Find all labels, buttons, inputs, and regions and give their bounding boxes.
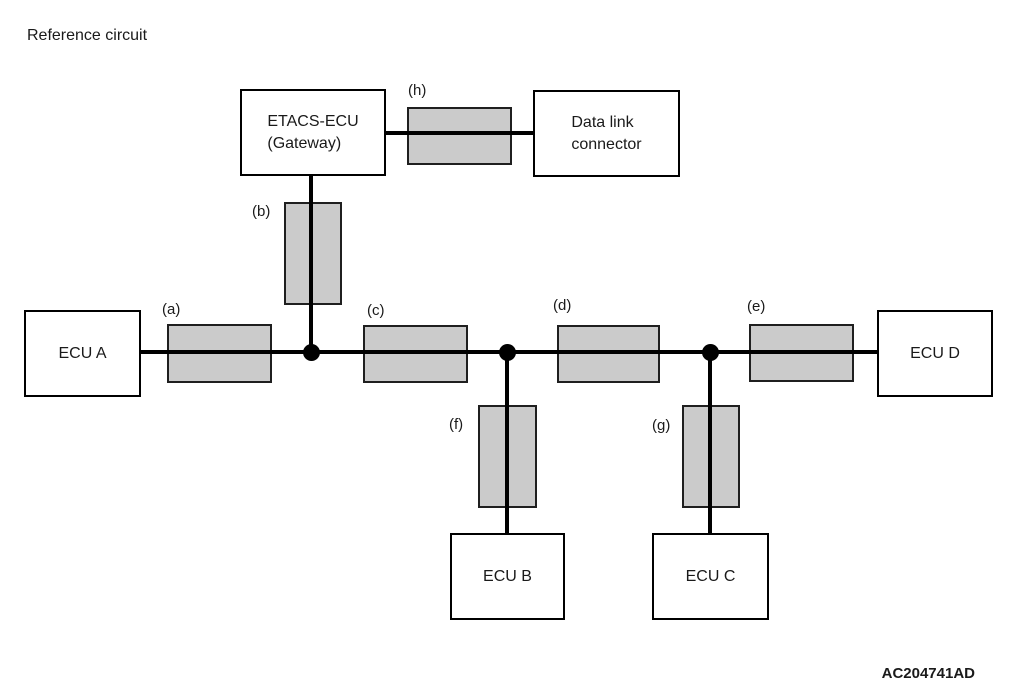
node-label-line1: ETACS-ECU [267,112,359,130]
segment-label-h: (h) [408,82,427,99]
node-label-line2: (Gateway) [267,134,342,152]
segment-label-f: (f) [449,416,464,433]
wire-bus-to-ecu-b [505,352,509,533]
wire-segment-d [557,325,660,383]
node-data-link-connector: Data link connector [533,90,680,177]
node-label: ECU B [483,567,532,585]
segment-label-c: (c) [367,302,385,319]
node-label-block: Data link connector [571,112,641,156]
wire-segment-b [284,202,342,305]
node-ecu-c: ECU C [652,533,769,620]
node-label: ECU D [910,344,960,362]
wire-etacs-to-dlc [386,131,533,135]
diagram-title: Reference circuit [27,27,148,44]
wire-segment-h [407,107,512,165]
node-ecu-d: ECU D [877,310,993,397]
wire-bus-to-ecu-c [708,352,712,533]
node-ecu-a: ECU A [24,310,141,397]
node-label-line1: Data link [571,113,634,131]
segment-label-a: (a) [162,301,181,318]
junction-dot-3 [702,344,719,361]
node-label-line2: connector [571,135,642,153]
node-etacs-ecu-gateway: ETACS-ECU (Gateway) [240,89,386,176]
segment-label-g: (g) [652,417,671,434]
junction-dot-1 [303,344,320,361]
node-label: ECU A [58,344,107,362]
junction-dot-2 [499,344,516,361]
watermark: AC204741AD [881,665,975,682]
segment-label-b: (b) [252,203,271,220]
wire-etacs-to-bus [309,176,313,354]
node-label: ECU C [685,567,736,585]
node-ecu-b: ECU B [450,533,565,620]
wire-segment-c [363,325,468,383]
segment-label-d: (d) [553,297,572,314]
segment-label-e: (e) [747,298,766,315]
node-label-block: ETACS-ECU (Gateway) [267,111,358,155]
